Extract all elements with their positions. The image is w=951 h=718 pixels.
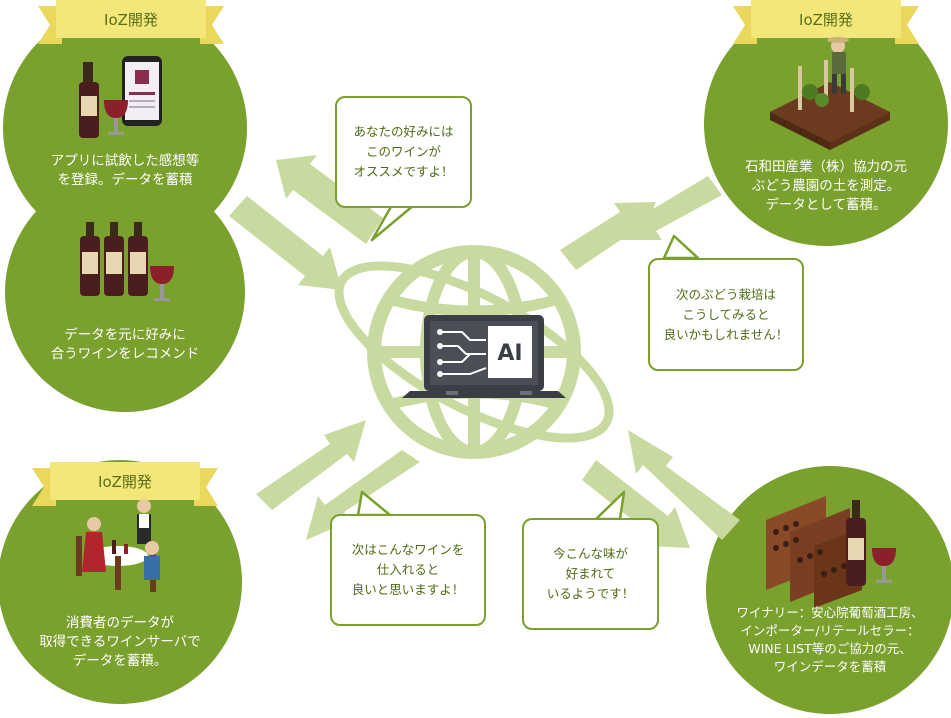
bottles-illustration — [80, 222, 174, 301]
ribbon-top-left — [38, 0, 224, 44]
arrow-to-center-tl — [229, 196, 342, 290]
bubble-recommend: あなたの好みには このワインが オススメですよ！ — [335, 96, 472, 208]
caption-recommend: データを元に好みに 合うワインをレコメンド — [50, 327, 200, 362]
restaurant-illustration — [76, 499, 160, 592]
arrow-from-center-tr — [620, 176, 722, 240]
ribbon-label-top-left: IoZ開発 — [104, 11, 158, 29]
bubble-cultivation: 次のぶどう栽培は こうしてみると 良いかもしれません！ — [648, 258, 804, 371]
caption-vineyard: 石和田産業（株）協力の元 ぶどう農園の土を測定。 データとして蓄積。 — [745, 159, 907, 213]
wine-rack-illustration — [766, 496, 896, 608]
caption-winery: ワイナリー：安心院葡萄酒工房、 インポーター/リテールセラー： WINE LIS… — [736, 605, 924, 674]
arrow-to-user-tl — [276, 155, 383, 244]
arrow-from-center-br — [582, 460, 690, 548]
caption-app-registration: アプリに試飲した感想等 を登録。データを蓄積 — [50, 153, 200, 188]
ai-laptop-icon: AI — [402, 315, 566, 398]
ribbon-top-right — [733, 0, 919, 44]
arrow-to-center-br — [628, 430, 740, 540]
vineyard-illustration — [770, 37, 890, 150]
ribbon-label-bottom-left: IoZ開発 — [98, 473, 152, 491]
circle-recommend — [5, 172, 245, 412]
wine-phone-illustration — [79, 56, 162, 138]
caption-consumer-server: 消費者のデータが 取得できるワインサーバで データを蓄積。 — [39, 615, 201, 669]
arrow-to-center-tr — [560, 202, 656, 270]
ribbon-bottom-left — [32, 462, 218, 506]
bubble-trend: 今こんな味が 好まれて いるようです！ — [522, 518, 659, 630]
arrow-from-user-bl — [256, 420, 366, 510]
ai-label: AI — [497, 341, 522, 366]
bubble-tails — [356, 203, 700, 521]
ribbon-label-top-right: IoZ開発 — [799, 11, 853, 29]
bubble-purchase: 次はこんなワインを 仕入れると 良いと思いますよ！ — [330, 514, 486, 626]
